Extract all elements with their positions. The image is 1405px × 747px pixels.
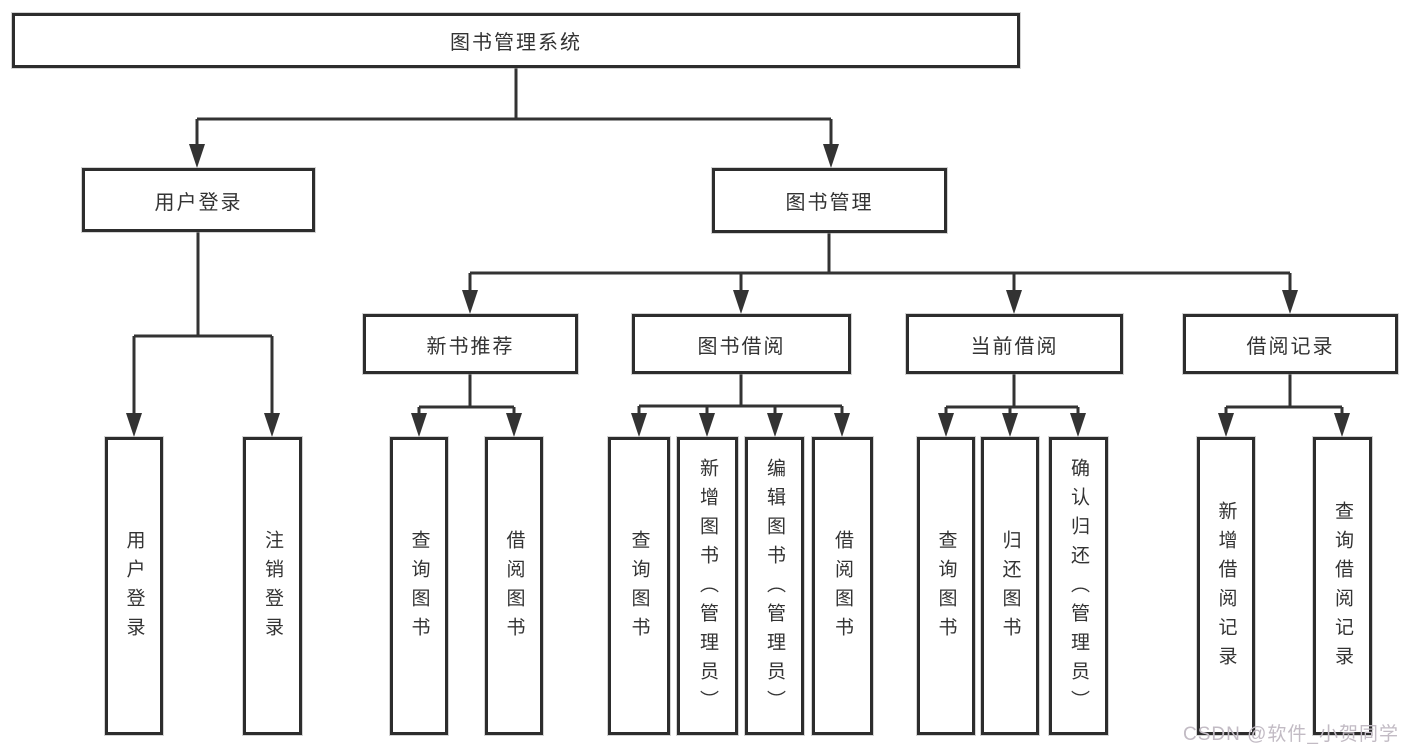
leaf-query-books: 查询图书 (390, 437, 448, 735)
node-current-borrow: 当前借阅 (906, 314, 1123, 374)
leaf-borrow-books: 借阅图书 (812, 437, 873, 735)
node-book-management: 图书管理 (712, 168, 947, 233)
node-root: 图书管理系统 (12, 13, 1020, 68)
leaf-borrow-books: 借阅图书 (485, 437, 543, 735)
csdn-watermark: CSDN @软件_小贺同学 (1183, 724, 1399, 745)
leaf-confirm-return-admin: 确认归还（管理员） (1049, 437, 1108, 735)
connector-current-to-leaves (938, 374, 1086, 437)
leaf-return-books: 归还图书 (981, 437, 1039, 735)
leaf-add-books-admin: 新增图书（管理员） (677, 437, 738, 735)
leaf-logout: 注销登录 (243, 437, 302, 735)
connector-recommend-to-leaves (411, 374, 522, 437)
connector-borrow-to-leaves (631, 374, 850, 437)
leaf-user-login: 用户登录 (105, 437, 163, 735)
node-new-book-recommend: 新书推荐 (363, 314, 578, 374)
node-book-borrow: 图书借阅 (632, 314, 851, 374)
leaf-query-books: 查询图书 (917, 437, 975, 735)
leaf-query-borrow-record: 查询借阅记录 (1313, 437, 1372, 735)
leaf-query-books: 查询图书 (608, 437, 670, 735)
node-user-login: 用户登录 (82, 168, 315, 232)
node-borrow-records: 借阅记录 (1183, 314, 1398, 374)
connector-records-to-leaves (1218, 374, 1350, 437)
leaf-add-borrow-record: 新增借阅记录 (1197, 437, 1255, 735)
connector-management-to-groups (462, 233, 1298, 314)
connector-root-to-level2 (189, 68, 839, 168)
leaf-edit-books-admin: 编辑图书（管理员） (745, 437, 804, 735)
connector-login-to-leaves (126, 232, 280, 437)
